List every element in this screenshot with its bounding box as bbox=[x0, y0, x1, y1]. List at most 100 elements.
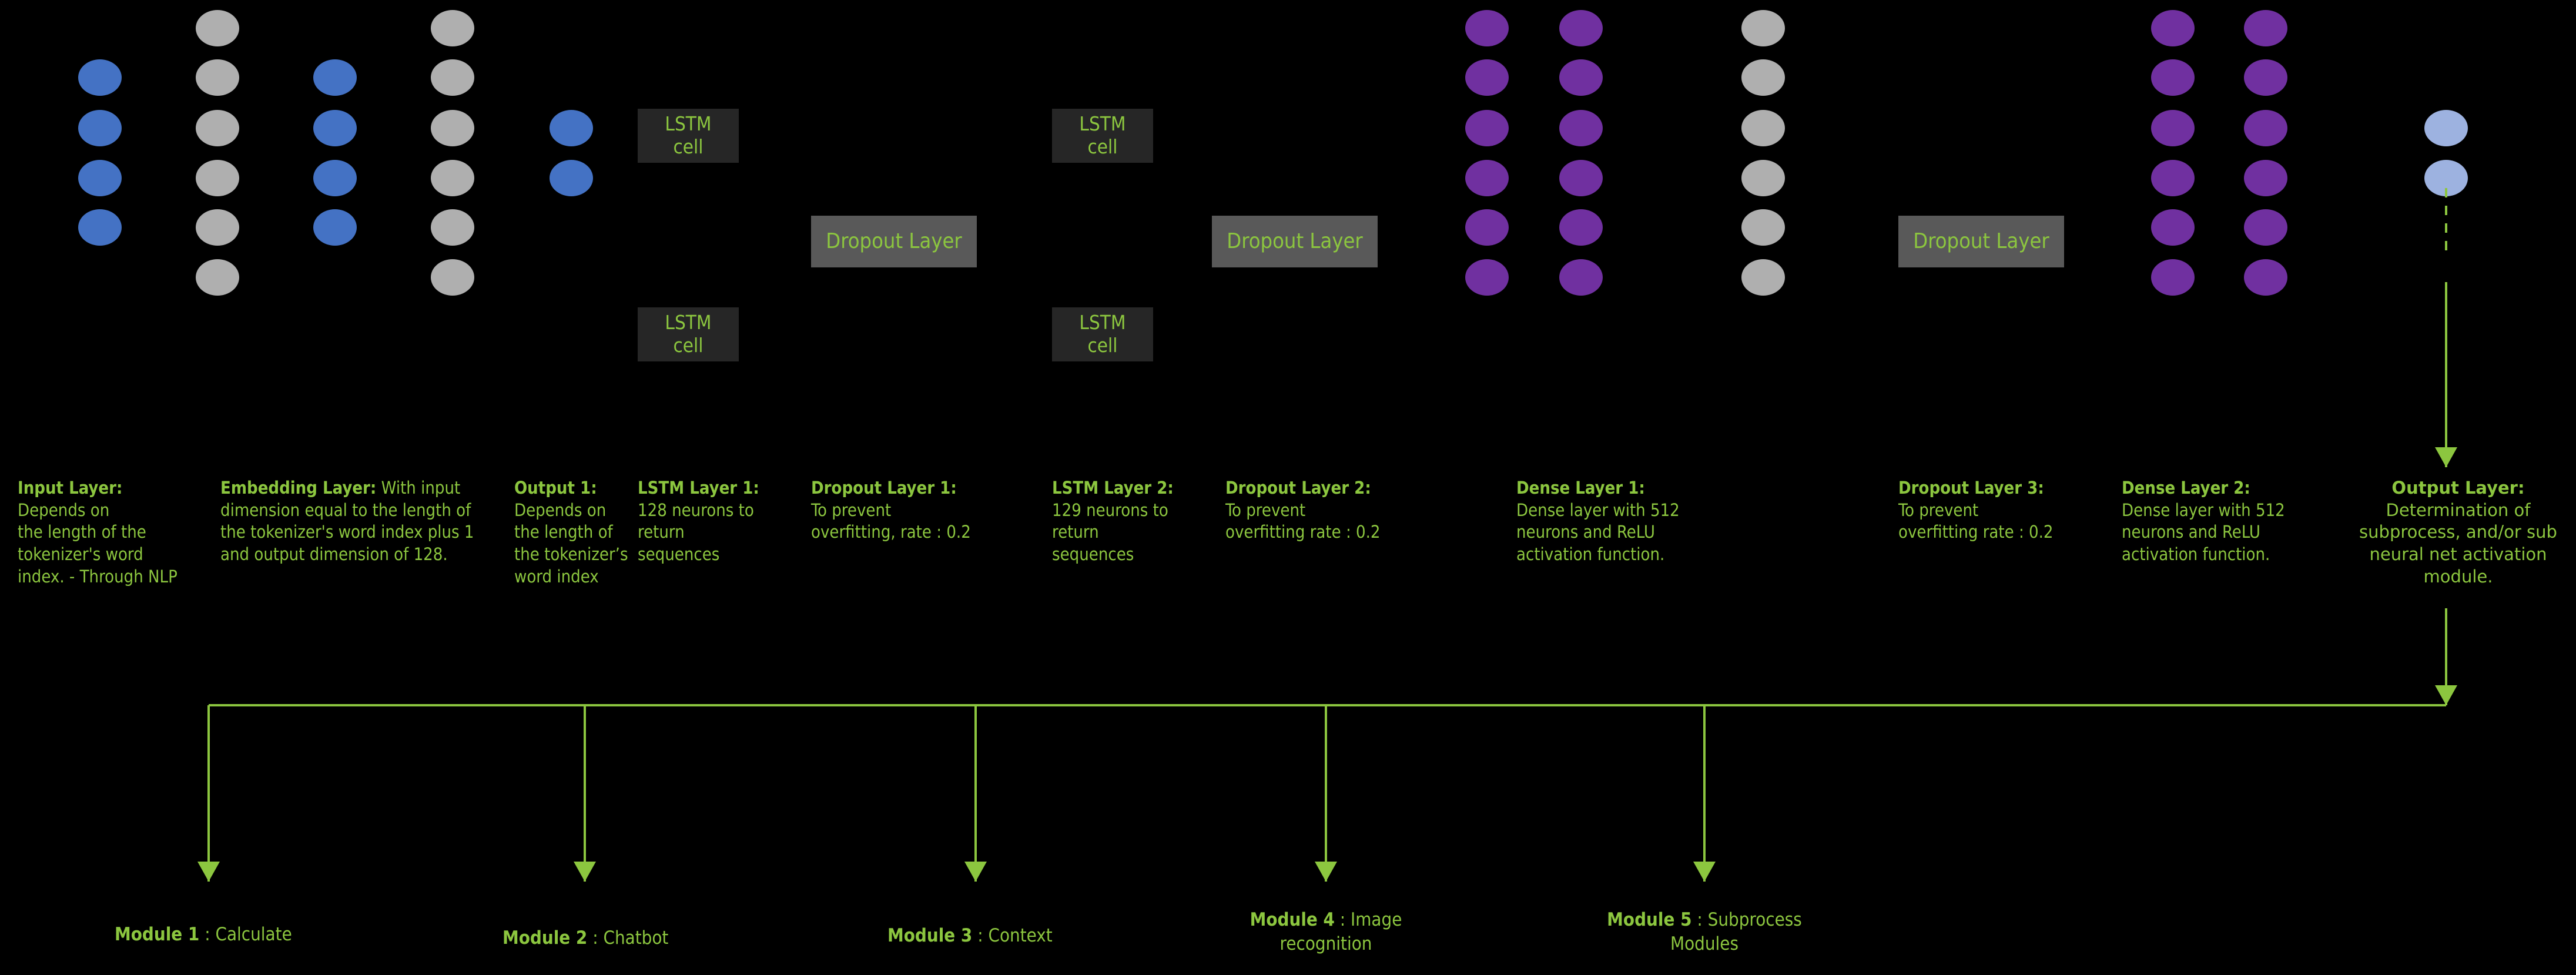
dense2-purple-nodes-a bbox=[2151, 160, 2195, 196]
label-embedding-title: Embedding Layer: bbox=[220, 478, 377, 498]
embedding-gray-nodes-b bbox=[431, 10, 474, 46]
module-2-arrowhead bbox=[574, 862, 596, 882]
dense1-purple-nodes-a bbox=[1465, 10, 1509, 46]
dense1-gray-nodes bbox=[1741, 59, 1785, 96]
module-3-index: Module 3 bbox=[887, 925, 973, 946]
output1-blue-nodes bbox=[550, 160, 593, 196]
label-dropout-1-title: Dropout Layer 1: bbox=[811, 478, 957, 498]
embedding-blue-nodes bbox=[313, 209, 357, 246]
embedding-gray-nodes-a bbox=[196, 10, 239, 46]
module-5-sep: : bbox=[1691, 909, 1708, 930]
dense1-purple-nodes-a bbox=[1465, 209, 1509, 246]
dense1-gray-nodes bbox=[1741, 259, 1785, 296]
dense1-purple-nodes-a bbox=[1465, 160, 1509, 196]
input-layer-nodes bbox=[78, 209, 122, 246]
dense1-purple-nodes-b bbox=[1559, 10, 1603, 46]
dropout-box-1-text: Dropout Layer bbox=[826, 229, 962, 253]
module-3: Module 3 : Context bbox=[887, 924, 1123, 948]
module-1: Module 1 : Calculate bbox=[115, 923, 350, 947]
dense1-gray-nodes bbox=[1741, 209, 1785, 246]
module-5-index: Module 5 bbox=[1607, 909, 1692, 930]
embedding-blue-nodes bbox=[313, 59, 357, 96]
module-5-arrowhead bbox=[1693, 862, 1716, 882]
output-layer-nodes bbox=[2424, 110, 2468, 146]
module-1-index: Module 1 bbox=[115, 924, 200, 945]
module-3-label: Context bbox=[988, 925, 1053, 946]
module-1-label: Calculate bbox=[215, 924, 292, 945]
dense1-purple-nodes-b bbox=[1559, 259, 1603, 296]
dense2-purple-nodes-b bbox=[2244, 59, 2287, 96]
module-3-sep: : bbox=[972, 925, 989, 946]
dropout-box-2: Dropout Layer bbox=[1212, 216, 1378, 267]
embedding-gray-nodes-a bbox=[196, 59, 239, 96]
dropout-box-1: Dropout Layer bbox=[811, 216, 977, 267]
dense2-purple-nodes-b bbox=[2244, 259, 2287, 296]
dropout-box-2-text: Dropout Layer bbox=[1227, 229, 1363, 253]
embedding-gray-nodes-a bbox=[196, 110, 239, 146]
dense2-purple-nodes-b bbox=[2244, 209, 2287, 246]
dense1-purple-nodes-a bbox=[1465, 259, 1509, 296]
module-1-arrowhead bbox=[197, 862, 220, 882]
embedding-blue-nodes bbox=[313, 110, 357, 146]
dense1-purple-nodes-b bbox=[1559, 110, 1603, 146]
module-4-sep: : bbox=[1334, 909, 1351, 930]
module-2-label: Chatbot bbox=[603, 927, 669, 949]
dense2-purple-nodes-a bbox=[2151, 110, 2195, 146]
input-layer-nodes bbox=[78, 59, 122, 96]
output1-blue-nodes bbox=[550, 110, 593, 146]
dense2-purple-nodes-b bbox=[2244, 10, 2287, 46]
output-to-bus-arrowhead bbox=[2435, 685, 2457, 705]
output-layer-nodes bbox=[2424, 160, 2468, 196]
dense2-purple-nodes-a bbox=[2151, 259, 2195, 296]
label-input-layer-title: Input Layer: bbox=[18, 478, 123, 498]
embedding-gray-nodes-b bbox=[431, 259, 474, 296]
embedding-gray-nodes-b bbox=[431, 110, 474, 146]
dense1-purple-nodes-a bbox=[1465, 110, 1509, 146]
dense2-purple-nodes-b bbox=[2244, 110, 2287, 146]
dense1-purple-nodes-b bbox=[1559, 160, 1603, 196]
dense1-purple-nodes-a bbox=[1465, 59, 1509, 96]
embedding-gray-nodes-a bbox=[196, 209, 239, 246]
dense1-purple-nodes-b bbox=[1559, 209, 1603, 246]
module-1-sep: : bbox=[199, 924, 216, 945]
dense1-purple-nodes-b bbox=[1559, 59, 1603, 96]
embedding-gray-nodes-b bbox=[431, 59, 474, 96]
label-output-1-title: Output 1: bbox=[514, 478, 597, 498]
module-4-index: Module 4 bbox=[1250, 909, 1335, 930]
dropout-box-3: Dropout Layer bbox=[1898, 216, 2064, 267]
label-dense-1-title: Dense Layer 1: bbox=[1516, 478, 1645, 498]
label-output-layer-title: Output Layer: bbox=[2391, 478, 2525, 498]
label-lstm-2-title: LSTM Layer 2: bbox=[1052, 478, 1174, 498]
label-dense-2-title: Dense Layer 2: bbox=[2122, 478, 2250, 498]
module-4-arrowhead bbox=[1315, 862, 1337, 882]
input-layer-nodes bbox=[78, 110, 122, 146]
embedding-gray-nodes-b bbox=[431, 160, 474, 196]
output-to-label-arrowhead bbox=[2435, 447, 2457, 467]
embedding-gray-nodes-b bbox=[431, 209, 474, 246]
embedding-blue-nodes bbox=[313, 160, 357, 196]
input-layer-nodes bbox=[78, 160, 122, 196]
embedding-gray-nodes-a bbox=[196, 259, 239, 296]
module-2-sep: : bbox=[587, 927, 604, 949]
dense2-purple-nodes-a bbox=[2151, 209, 2195, 246]
